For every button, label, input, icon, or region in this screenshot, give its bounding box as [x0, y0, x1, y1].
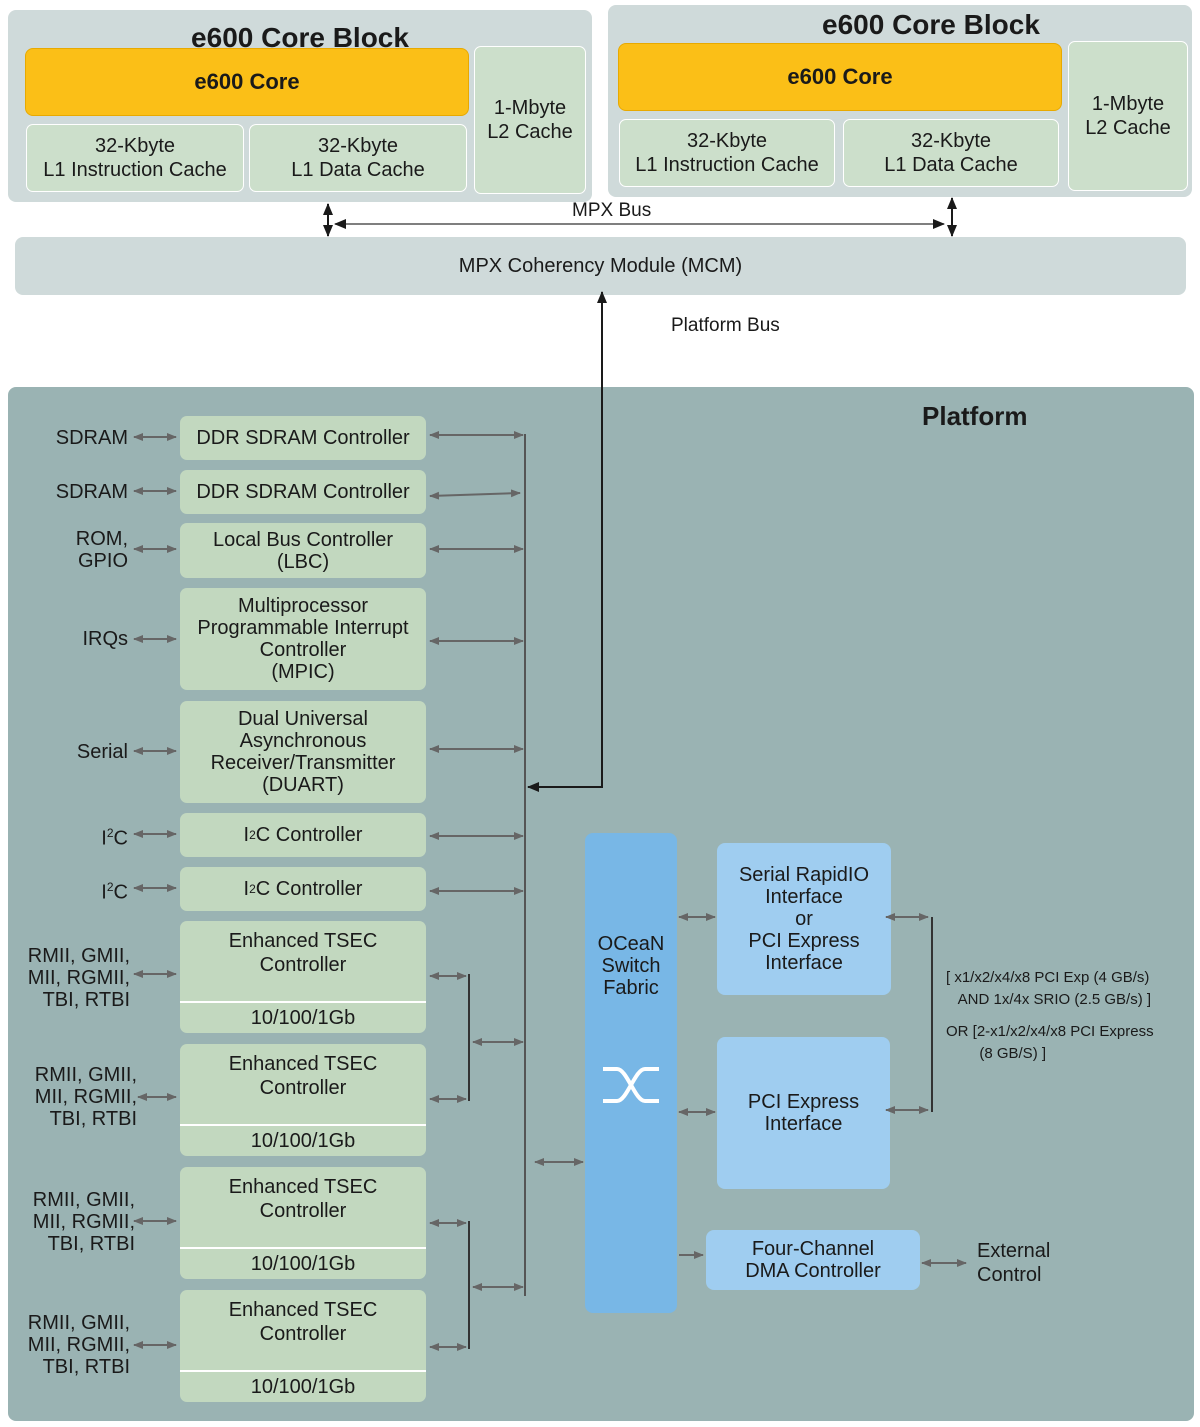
tsec-ext-label: RMII, GMII, MII, RGMII, TBI, RTBI	[34, 1064, 137, 1130]
i2c-ext-label: I2C	[20, 822, 128, 850]
ocean-label: OCeaN Switch Fabric	[597, 933, 665, 999]
i2c-ext-sup: 2	[106, 826, 114, 840]
rom-gpio-ext-label: ROM, GPIO	[75, 528, 128, 572]
l2-cache: 1-Mbyte L2 Cache	[474, 46, 586, 194]
tsec-controller-4: Enhanced TSEC Controller 10/100/1Gb	[180, 1290, 426, 1402]
l1-instruction-cache: 32-Kbyte L1 Instruction Cache	[26, 124, 244, 192]
tsec-controller-2: Enhanced TSEC Controller 10/100/1Gb	[180, 1044, 426, 1156]
tsec-divider	[180, 1124, 426, 1126]
srio-pcie-interface: Serial RapidIO Interface or PCI Express …	[717, 843, 891, 995]
tsec-label: Enhanced TSEC Controller	[228, 1176, 378, 1222]
i2c-ext-text: I	[101, 827, 107, 850]
tsec-ext-label: RMII, GMII, MII, RGMII, TBI, RTBI	[27, 945, 130, 1011]
core-block-2: e600 Core Block e600 Core 32-Kbyte L1 In…	[608, 5, 1192, 197]
tsec-divider	[180, 1370, 426, 1372]
i2c-sup: 2	[249, 828, 256, 842]
tsec-speed: 10/100/1Gb	[250, 1252, 356, 1275]
i2c-ext-text: C	[113, 881, 128, 904]
duart-controller: Dual Universal Asynchronous Receiver/Tra…	[180, 701, 426, 803]
mpx-coherency-module: MPX Coherency Module (MCM)	[15, 237, 1186, 295]
platform-bus-line	[527, 291, 607, 792]
tsec-speed: 10/100/1Gb	[250, 1006, 356, 1029]
platform-bus-label: Platform Bus	[671, 315, 780, 336]
core-block-title: e600 Core Block	[822, 9, 1040, 40]
irqs-ext-label: IRQs	[82, 628, 128, 650]
i2c-ext-text: C	[113, 827, 128, 850]
i2c-text: C Controller	[255, 878, 363, 900]
tsec-label: Enhanced TSEC Controller	[228, 1053, 378, 1099]
ddr-sdram-controller-1: DDR SDRAM Controller	[180, 416, 426, 460]
pcie-interface: PCI Express Interface	[717, 1037, 890, 1189]
l2-cache: 1-Mbyte L2 Cache	[1068, 41, 1188, 191]
tsec-label: Enhanced TSEC Controller	[228, 1299, 378, 1345]
mpx-bus-label: MPX Bus	[572, 200, 652, 221]
tsec-speed: 10/100/1Gb	[250, 1375, 356, 1398]
tsec-controller-1: Enhanced TSEC Controller 10/100/1Gb	[180, 921, 426, 1033]
i2c-ext-sup: 2	[106, 880, 114, 894]
platform-title: Platform	[922, 401, 1028, 431]
bus-note-1: [ x1/x2/x4/x8 PCI Exp (4 GB/s) AND 1x/4x…	[946, 969, 1152, 1008]
ddr-sdram-controller-2: DDR SDRAM Controller	[180, 470, 426, 514]
tsec-controller-3: Enhanced TSEC Controller 10/100/1Gb	[180, 1167, 426, 1279]
core-block-title: e600 Core Block	[191, 22, 409, 53]
tsec-ext-label: RMII, GMII, MII, RGMII, TBI, RTBI	[32, 1189, 135, 1255]
core-block-1: e600 Core Block e600 Core 32-Kbyte L1 In…	[8, 10, 592, 202]
i2c-text: I	[243, 824, 250, 846]
i2c-sup: 2	[249, 882, 256, 896]
switch-icon	[603, 1067, 659, 1103]
i2c-ext-label: I2C	[20, 876, 128, 904]
mpic-controller: Multiprocessor Programmable Interrupt Co…	[180, 588, 426, 690]
e600-core: e600 Core	[25, 48, 469, 116]
ocean-switch-fabric: OCeaN Switch Fabric	[585, 833, 677, 1313]
tsec-label: Enhanced TSEC Controller	[228, 930, 378, 976]
tsec-divider	[180, 1247, 426, 1249]
external-control-label: External Control	[977, 1240, 1051, 1286]
tsec-ext-label: RMII, GMII, MII, RGMII, TBI, RTBI	[27, 1312, 130, 1378]
serial-ext-label: Serial	[76, 741, 128, 763]
i2c-text: C Controller	[255, 824, 363, 846]
local-bus-controller: Local Bus Controller (LBC)	[180, 523, 426, 578]
e600-core: e600 Core	[618, 43, 1062, 111]
tsec-speed: 10/100/1Gb	[250, 1129, 356, 1152]
sdram-ext-label: SDRAM	[55, 427, 128, 449]
dma-controller: Four-Channel DMA Controller	[706, 1230, 920, 1290]
tsec-divider	[180, 1001, 426, 1003]
i2c-ext-text: I	[101, 881, 107, 904]
sdram-ext-label: SDRAM	[55, 481, 128, 503]
i2c-text: I	[243, 878, 250, 900]
l1-data-cache: 32-Kbyte L1 Data Cache	[249, 124, 467, 192]
bus-note-2: OR [2-x1/x2/x4/x8 PCI Express (8 GB/S) ]	[946, 1023, 1154, 1062]
l1-data-cache: 32-Kbyte L1 Data Cache	[843, 119, 1059, 187]
l1-instruction-cache: 32-Kbyte L1 Instruction Cache	[619, 119, 835, 187]
